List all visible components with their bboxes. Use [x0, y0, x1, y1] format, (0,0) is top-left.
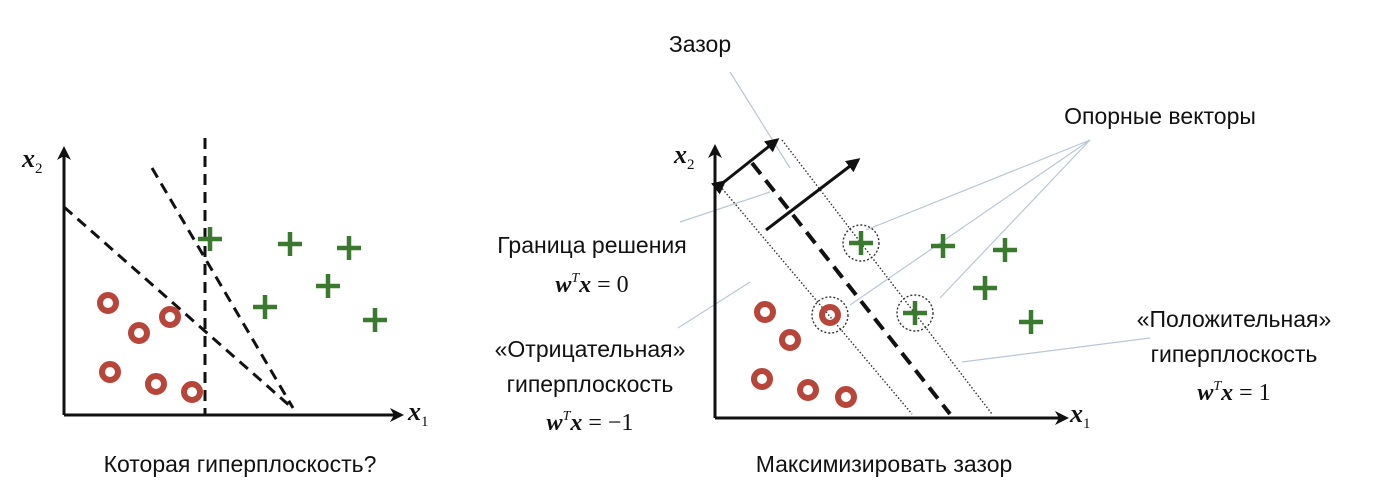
- positive-point: [316, 274, 340, 298]
- positive-point: [253, 295, 277, 319]
- negative-point: [97, 292, 119, 314]
- pointer-positive: [961, 337, 1151, 363]
- support-vector-ring: [842, 224, 880, 262]
- decision-boundary: [750, 161, 952, 416]
- support-vector-ring: [896, 294, 934, 332]
- right-y-axis-label: x2: [673, 140, 695, 173]
- positive-point: [363, 308, 387, 332]
- right-caption: Максимизировать зазор: [756, 451, 1013, 477]
- negative-point: [159, 306, 181, 328]
- negative-hyperplane-label-1: «Отрицательная»: [495, 336, 686, 362]
- negative-point: [99, 361, 121, 383]
- left-negative-points: [97, 292, 203, 403]
- positive-hyperplane-label-1: «Положительная»: [1137, 306, 1332, 332]
- right-positive-points: [849, 231, 1043, 334]
- left-caption: Которая гиперплоскость?: [104, 451, 377, 477]
- positive-point: [1019, 310, 1043, 334]
- support-vector-rings: [811, 224, 934, 334]
- pointer-boundary: [679, 191, 771, 223]
- right-panel: x2 x1: [495, 31, 1332, 477]
- positive-point: [278, 232, 302, 256]
- pointer-sv-3: [939, 139, 1091, 299]
- pointer-margin: [729, 71, 791, 169]
- positive-point: [903, 301, 927, 325]
- positive-hyperplane-equation: wTx = 1: [1197, 379, 1270, 406]
- negative-point: [797, 379, 819, 401]
- positive-point: [337, 236, 361, 260]
- positive-point: [973, 276, 997, 300]
- left-positive-points: [198, 227, 387, 332]
- negative-point: [145, 373, 167, 395]
- pointer-lines: [677, 71, 1151, 363]
- negative-point: [835, 386, 857, 408]
- negative-point: [779, 329, 801, 351]
- left-x-axis-label: x1: [407, 397, 429, 430]
- positive-hyperplane: [781, 139, 993, 415]
- candidate-line-steep: [150, 167, 295, 409]
- negative-point: [128, 322, 150, 344]
- margin-arrow: [711, 138, 780, 195]
- positive-point: [931, 234, 955, 258]
- negative-point: [819, 304, 841, 326]
- pointer-sv-1: [865, 139, 1091, 231]
- negative-hyperplane: [719, 185, 913, 415]
- negative-point: [751, 368, 773, 390]
- positive-point: [993, 238, 1017, 262]
- negative-hyperplane-label-2: гиперплоскость: [507, 371, 674, 397]
- negative-hyperplane-equation: wTx = −1: [547, 409, 634, 436]
- positive-point: [198, 227, 222, 251]
- right-negative-points: [751, 301, 857, 408]
- normal-vector-arrow: [765, 158, 861, 232]
- decision-boundary-label: Граница решения: [497, 232, 686, 258]
- positive-hyperplane-label-2: гиперплоскость: [1151, 341, 1318, 367]
- support-vector-ring: [811, 296, 849, 334]
- right-x-axis-label: x1: [1069, 399, 1091, 432]
- negative-point: [754, 301, 776, 323]
- support-vectors-label: Опорные векторы: [1064, 103, 1256, 129]
- negative-point: [181, 381, 203, 403]
- pointer-sv-2: [849, 139, 1091, 306]
- left-panel: x2 x1 Которая гиперплоскость?: [21, 138, 429, 477]
- margin-label: Зазор: [669, 31, 731, 57]
- decision-boundary-equation: wTx = 0: [555, 271, 628, 298]
- positive-point: [849, 231, 873, 255]
- candidate-line-shallow: [63, 205, 291, 408]
- left-y-axis-label: x2: [21, 144, 43, 177]
